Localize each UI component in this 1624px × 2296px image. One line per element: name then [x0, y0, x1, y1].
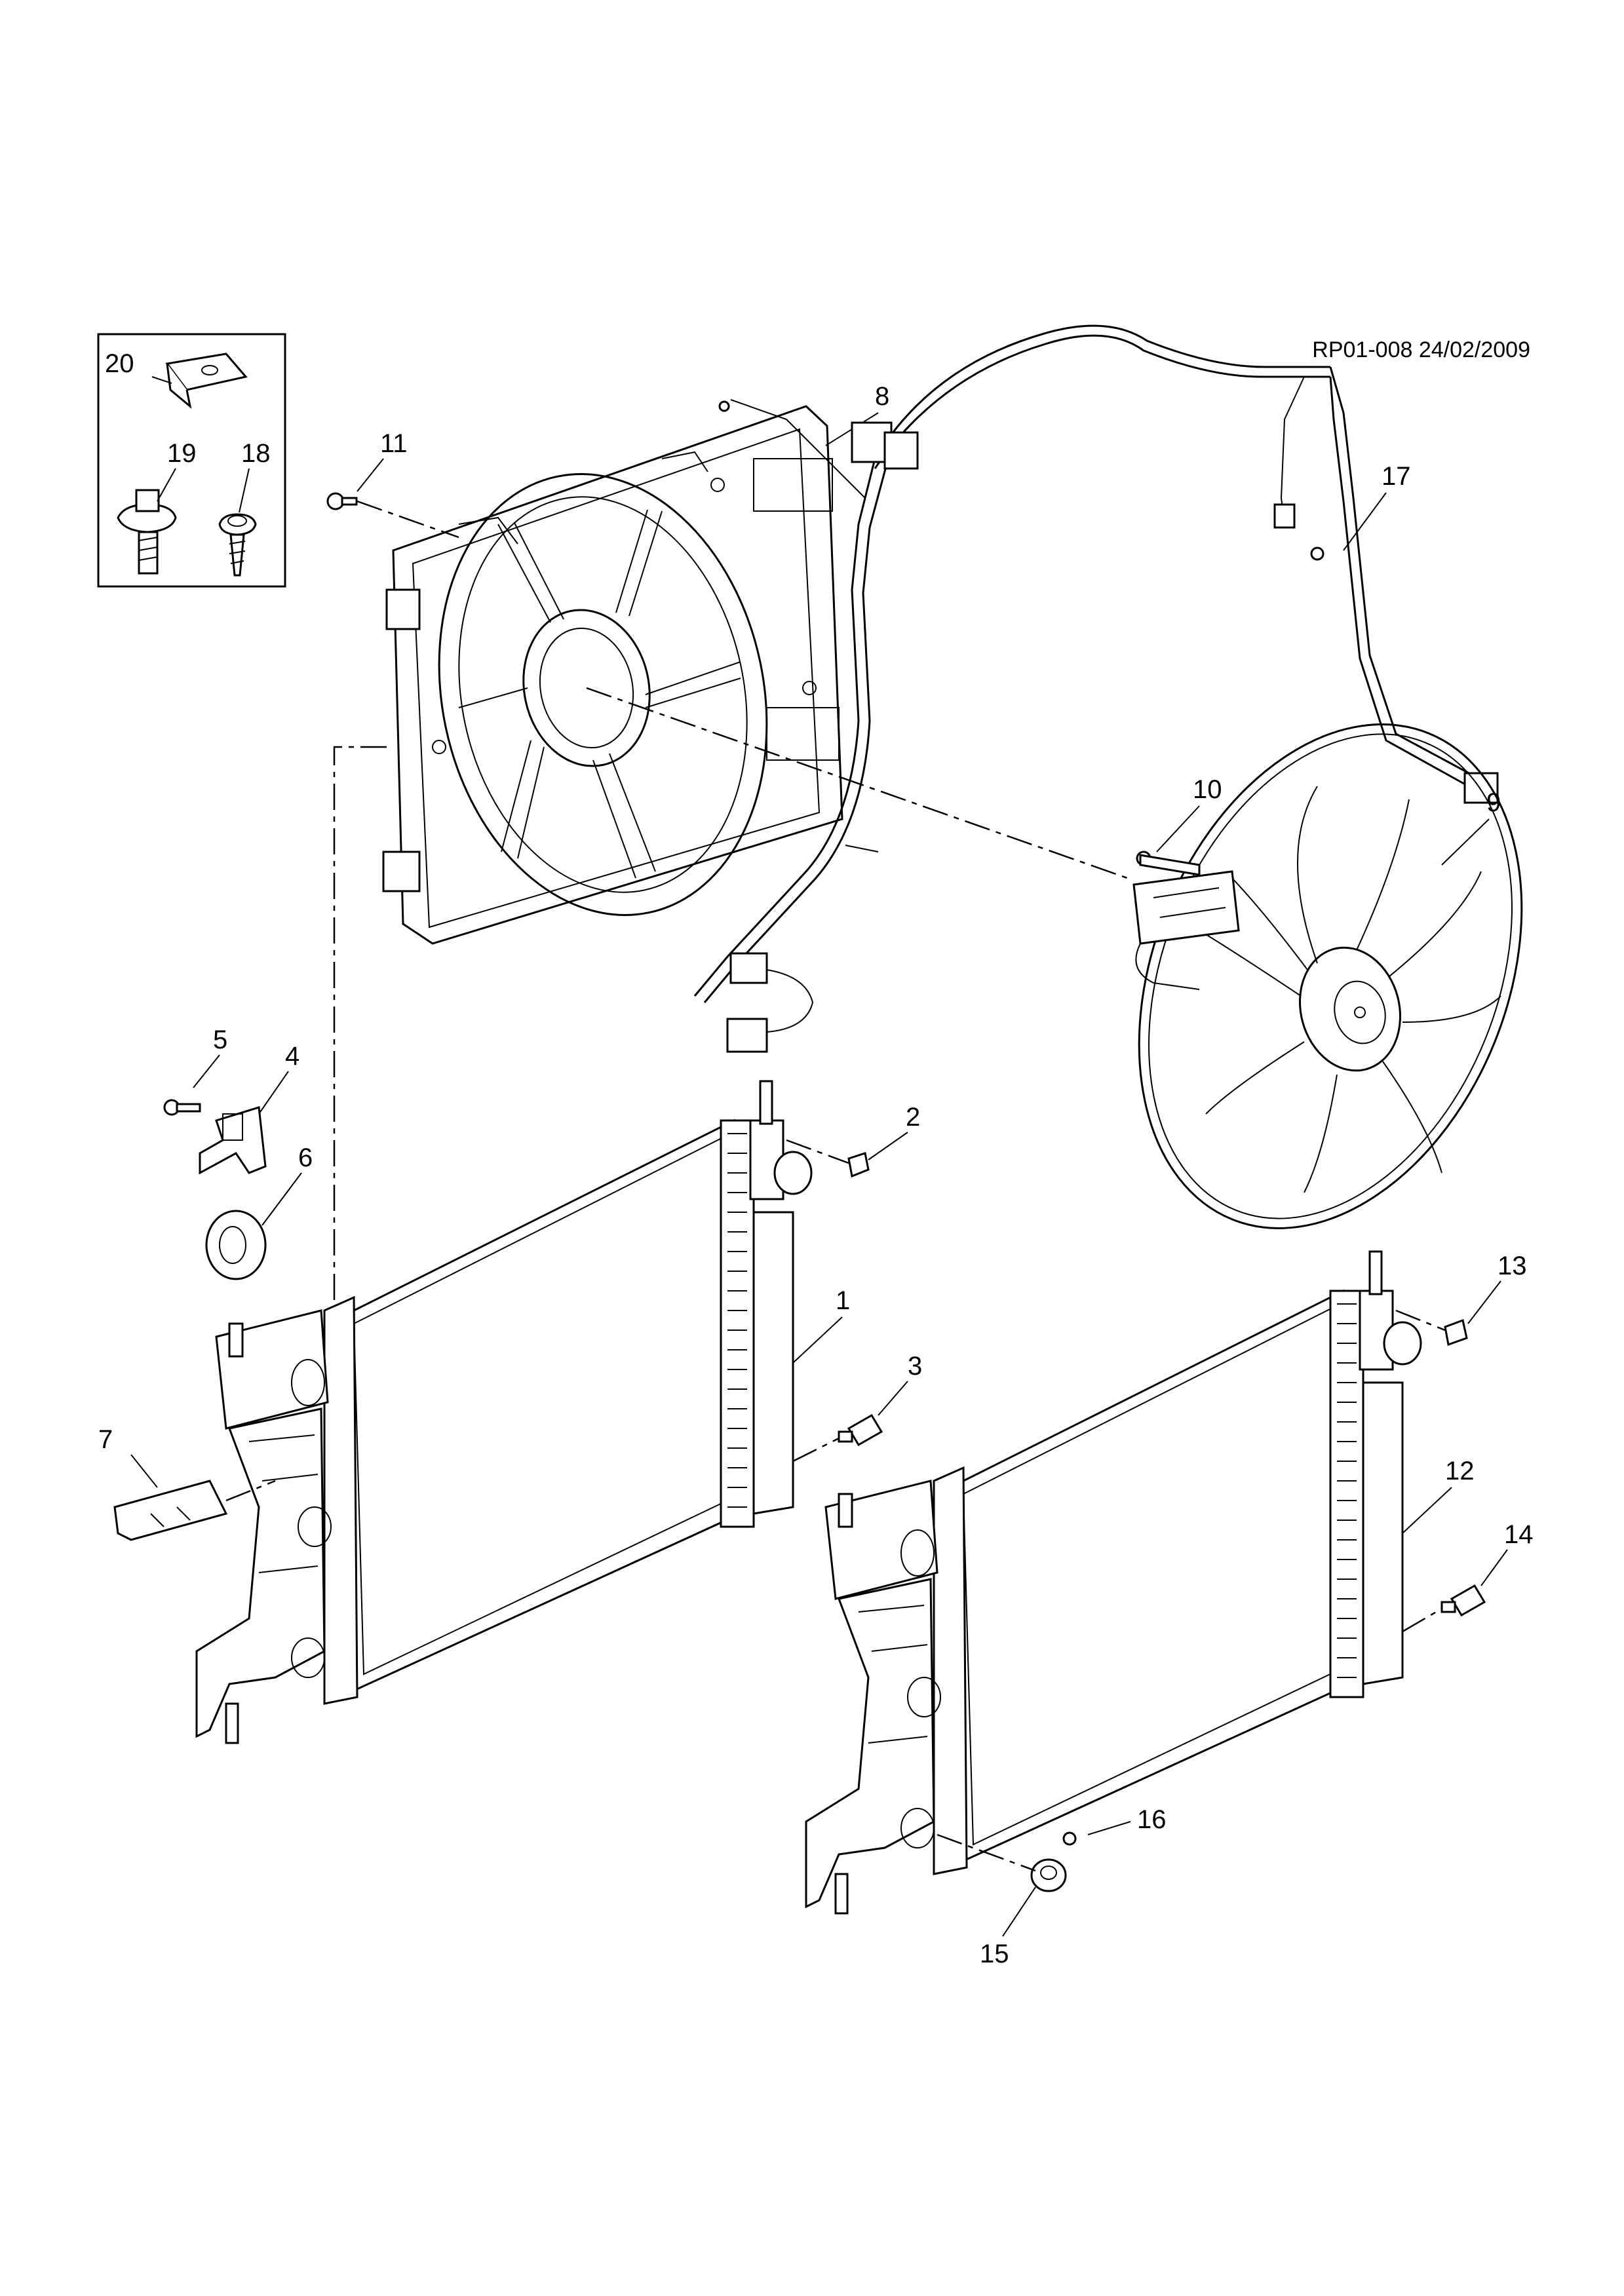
callout-6: 6 — [298, 1143, 313, 1172]
bracket-icon — [199, 1106, 267, 1175]
callout-19: 19 — [167, 439, 197, 468]
plug-icon — [1444, 1318, 1468, 1347]
callout-7: 7 — [98, 1425, 113, 1454]
callout-12: 12 — [1445, 1457, 1475, 1485]
bolt-icon — [117, 489, 177, 575]
fastener-inset: 20 19 18 — [97, 333, 286, 588]
callout-5: 5 — [213, 1025, 227, 1054]
screw-icon — [218, 513, 257, 577]
callout-15: 15 — [980, 1940, 1009, 1968]
radiator-left — [195, 1080, 813, 1744]
callout-10: 10 — [1193, 775, 1222, 804]
diagram-reference: RP01-008 24/02/2009 — [1312, 337, 1530, 362]
o-ring-icon — [1062, 1831, 1077, 1846]
fan-motor — [1132, 723, 1523, 1229]
bushing-icon — [205, 1210, 267, 1280]
radiator-right — [805, 1250, 1422, 1915]
callout-2: 2 — [906, 1103, 920, 1132]
callout-1: 1 — [836, 1286, 850, 1315]
clip-icon — [165, 353, 248, 409]
callout-8: 8 — [875, 382, 889, 411]
sensor-icon — [1440, 1584, 1486, 1617]
callout-20: 20 — [105, 349, 134, 378]
drain-plug-icon — [1030, 1858, 1067, 1892]
callout-18: 18 — [241, 439, 271, 468]
plug-icon — [847, 1152, 870, 1178]
bolt-icon — [163, 1099, 201, 1116]
callout-14: 14 — [1504, 1520, 1534, 1549]
callout-3: 3 — [908, 1352, 922, 1381]
sensor-icon — [838, 1413, 883, 1447]
bolt-icon — [326, 492, 358, 510]
callout-4: 4 — [285, 1042, 300, 1071]
callout-16: 16 — [1137, 1805, 1167, 1834]
callout-9: 9 — [1486, 788, 1501, 817]
fan-shroud — [382, 405, 843, 945]
callout-11: 11 — [380, 429, 408, 458]
bracket-icon — [113, 1480, 228, 1541]
callout-13: 13 — [1498, 1252, 1527, 1280]
callout-17: 17 — [1382, 462, 1411, 491]
